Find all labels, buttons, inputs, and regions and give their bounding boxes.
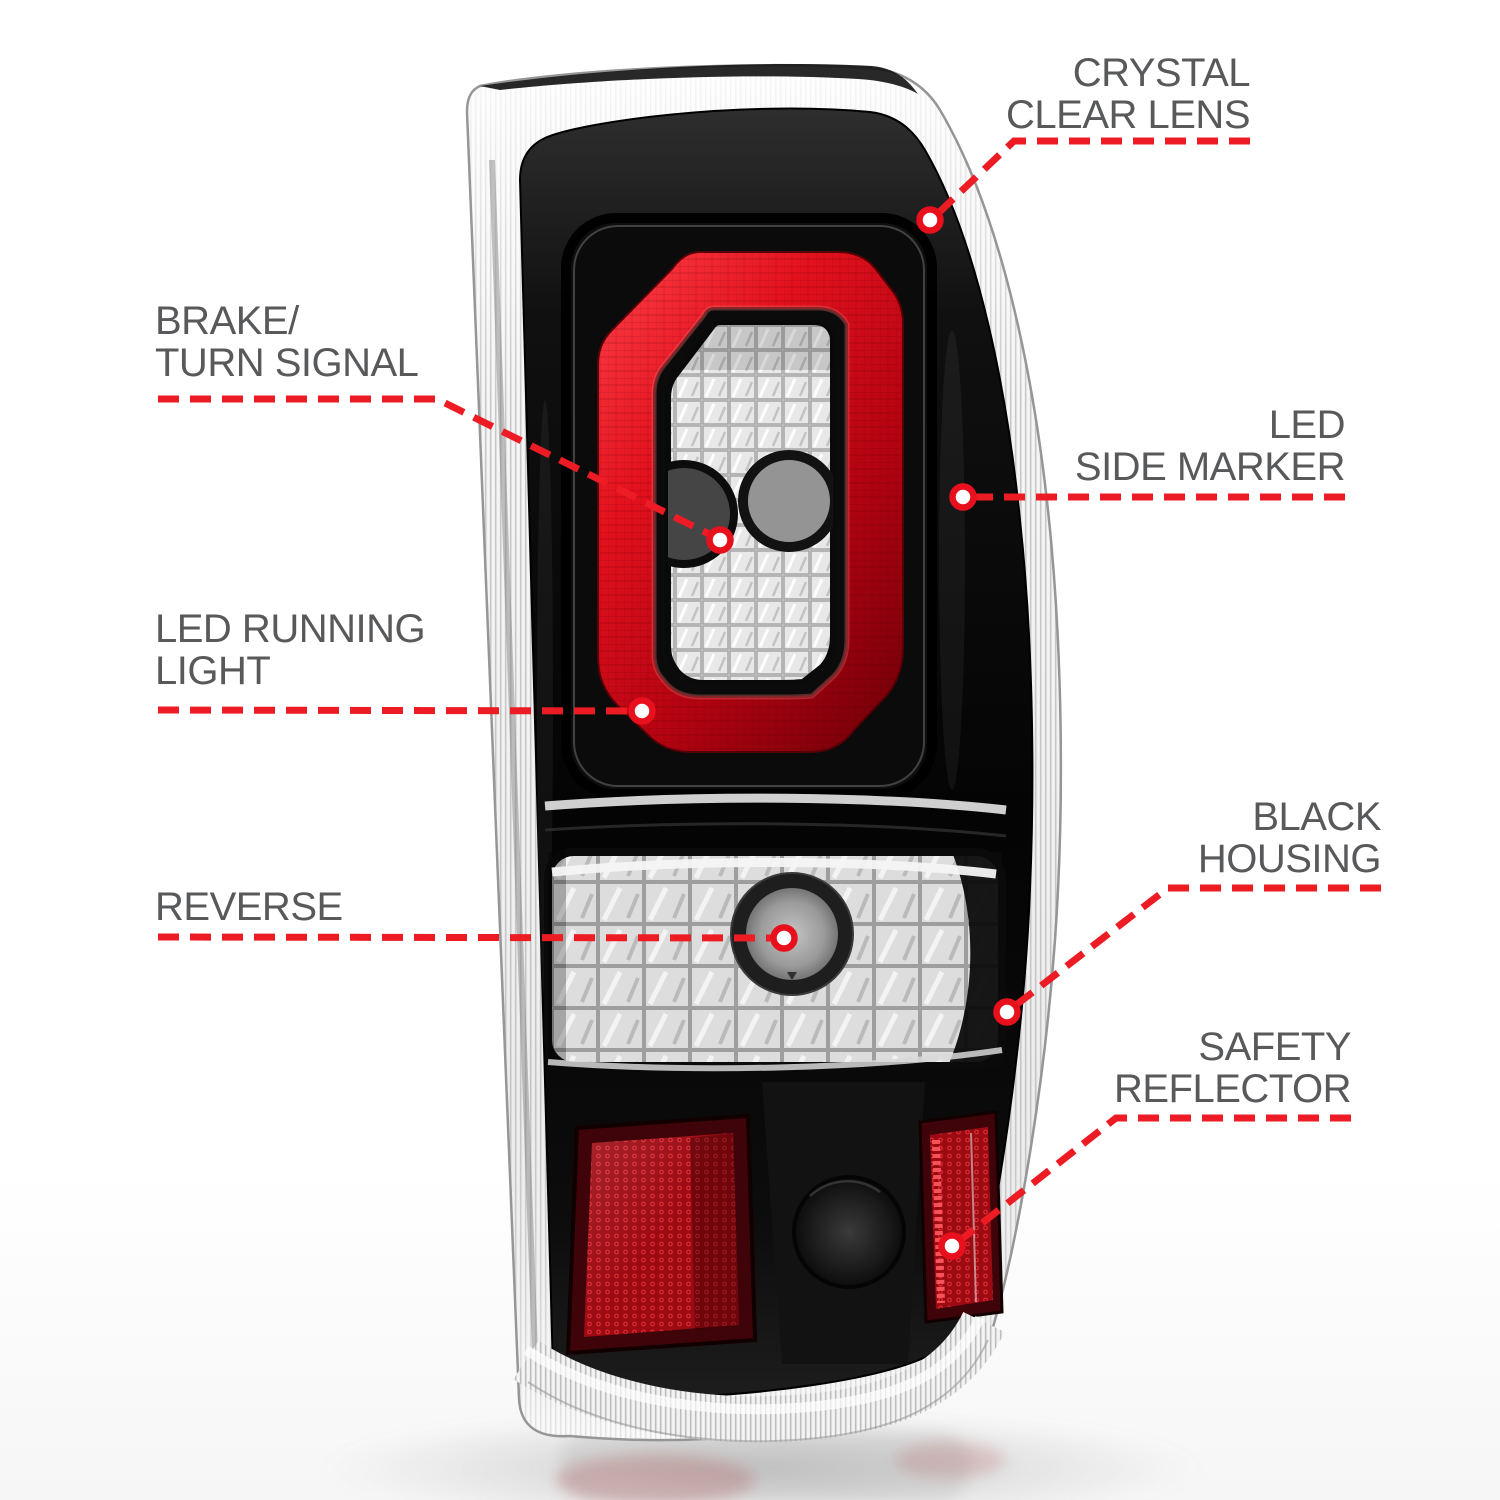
label-black-housing: BLACK HOUSING bbox=[1197, 795, 1382, 881]
label-line: LED RUNNING bbox=[155, 607, 426, 651]
callout-dot-led-running-light bbox=[628, 697, 656, 725]
bottom-clear-lens bbox=[513, 1311, 1005, 1443]
label-line: CLEAR LENS bbox=[1006, 93, 1250, 137]
leader-safety-reflector bbox=[950, 1114, 1351, 1249]
label-line: HOUSING bbox=[1197, 837, 1382, 881]
label-line: TURN SIGNAL bbox=[155, 341, 419, 385]
bulb-socket-right bbox=[738, 450, 833, 552]
label-line: CRYSTAL bbox=[1072, 51, 1251, 95]
callout-dot-black-housing bbox=[993, 998, 1021, 1026]
leader-black-housing bbox=[1004, 884, 1381, 1015]
label-crystal-clear-lens: CRYSTAL CLEAR LENS bbox=[1006, 52, 1250, 136]
label-line: SIDE MARKER bbox=[1074, 445, 1346, 489]
label-line: REFLECTOR bbox=[1113, 1067, 1352, 1111]
label-led-running-light: LED RUNNING LIGHT bbox=[155, 607, 426, 693]
callout-dot-crystal-clear-lens bbox=[916, 206, 944, 234]
label-line: LED bbox=[1268, 403, 1346, 447]
label-line: BRAKE/ bbox=[155, 299, 299, 343]
callout-leader-lines bbox=[157, 137, 1381, 1260]
callout-dot-brake-turn-signal bbox=[706, 526, 734, 554]
leader-brake-turn-signal bbox=[158, 395, 721, 543]
label-line: LIGHT bbox=[155, 649, 271, 693]
bulb-socket-cap bbox=[792, 1175, 906, 1289]
leader-reverse bbox=[157, 933, 784, 942]
callout-dot-safety-reflector bbox=[938, 1232, 966, 1260]
label-brake-turn-signal: BRAKE/ TURN SIGNAL bbox=[155, 299, 419, 385]
tail-light-photo bbox=[465, 63, 1063, 1443]
label-safety-reflector: SAFETY REFLECTOR bbox=[1113, 1025, 1352, 1111]
label-line: REVERSE bbox=[155, 885, 343, 929]
callout-dot-led-side-marker bbox=[949, 483, 977, 511]
leader-led-running-light bbox=[157, 706, 642, 715]
label-led-side-marker: LED SIDE MARKER bbox=[1074, 403, 1346, 489]
label-reverse: REVERSE bbox=[155, 886, 343, 928]
callout-dot-reverse bbox=[770, 924, 798, 952]
label-line: BLACK bbox=[1252, 795, 1381, 839]
leader-crystal-clear-lens bbox=[927, 137, 1250, 224]
label-line: SAFETY bbox=[1198, 1025, 1351, 1069]
